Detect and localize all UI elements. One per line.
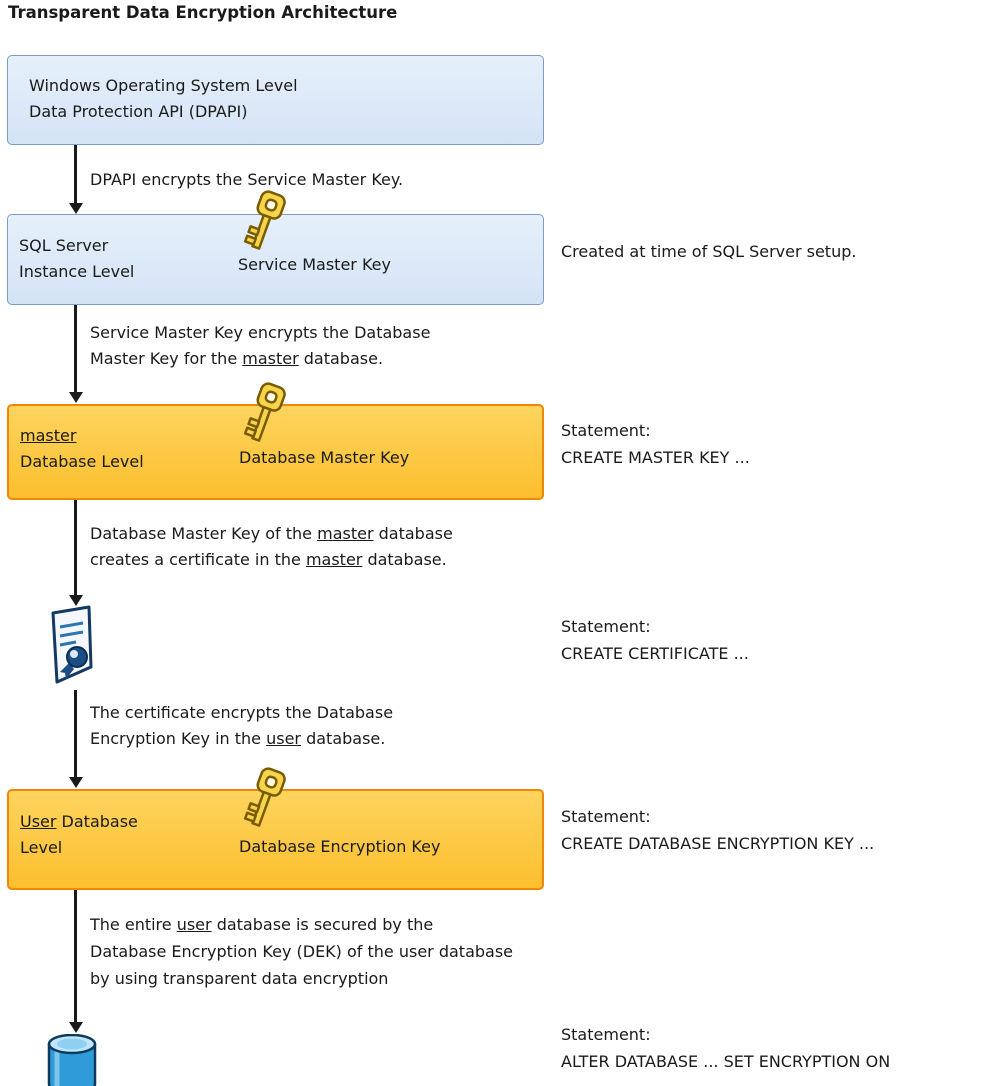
flow-arrow-5 [68,890,83,1033]
arrow-1-line1: DPAPI encrypts the Service Master Key. [90,170,404,189]
database-icon [47,1034,97,1086]
certificate-icon [51,605,93,684]
text-segment: Database Master Key of the [90,524,318,543]
instance-note: Created at time of SQL Server setup. [561,242,857,261]
arrow-4-label: The certificate encrypts the Database En… [90,700,393,752]
text-segment: creates a certificate in the [90,550,306,569]
text-segment: Database [56,812,138,831]
flow-arrow-2 [68,305,83,403]
arrow-3-line2: creates a certificate in the master data… [90,547,453,573]
user-db-line2: Level [20,838,63,857]
flow-arrow-1 [68,145,83,214]
arrow-5-line3: by using transparent data encryption [90,969,389,988]
statement-text: CREATE CERTIFICATE ... [561,644,749,663]
user-db-label: User Database Level [20,809,138,861]
text-segment-underlined: master [317,524,374,543]
user-db-statement: Statement: CREATE DATABASE ENCRYPTION KE… [561,803,874,857]
arrow-3-label: Database Master Key of the master databa… [90,521,453,573]
dpapi-box-label: Windows Operating System Level Data Prot… [29,73,298,125]
sql-instance-box: SQL Server Instance Level Service Master… [7,214,544,305]
arrow-2-line2: Master Key for the master database. [90,346,430,372]
master-db-line1: master [20,426,77,445]
text-segment: Encryption Key in the [90,729,267,748]
flow-arrow-4 [68,690,83,788]
arrow-3-line1: Database Master Key of the master databa… [90,521,453,547]
statement-text: CREATE DATABASE ENCRYPTION KEY ... [561,834,875,853]
text-segment-underlined: user [266,729,301,748]
text-segment-underlined: master [242,349,299,368]
page-title: Transparent Data Encryption Architecture [8,3,398,22]
arrow-2-label: Service Master Key encrypts the Database… [90,320,430,372]
statement-text: CREATE MASTER KEY ... [561,448,750,467]
arrow-4-line1: The certificate encrypts the Database [90,703,394,722]
certificate-statement: Statement: CREATE CERTIFICATE ... [561,613,749,667]
statement-label: Statement: [561,617,651,636]
master-statement: Statement: CREATE MASTER KEY ... [561,417,750,471]
arrow-1-label: DPAPI encrypts the Service Master Key. [90,167,403,193]
sql-instance-line1: SQL Server [19,236,109,255]
arrow-2-line1: Service Master Key encrypts the Database [90,323,431,342]
key-icon [243,767,286,827]
master-db-label: master Database Level [20,423,144,475]
text-segment-underlined: User [20,812,57,831]
database-encryption-key-label: Database Encryption Key [239,837,441,856]
sql-instance-label: SQL Server Instance Level [19,233,134,285]
key-icon [243,190,286,250]
text-segment-underlined: user [176,915,212,934]
text-segment: The entire [90,915,177,934]
statement-label: Statement: [561,807,651,826]
arrow-5-label: The entire user database is secured by t… [90,911,513,992]
dpapi-line1: Windows Operating System Level [29,76,298,95]
text-segment: database. [301,729,386,748]
statement-label: Statement: [561,421,651,440]
dpapi-line2: Data Protection API (DPAPI) [29,102,248,121]
arrow-5-line1: The entire user database is secured by t… [90,911,513,938]
text-segment: database. [362,550,447,569]
text-segment: Master Key for the [90,349,243,368]
statement-label: Statement: [561,1025,651,1044]
master-db-box: master Database Level Database Master Ke… [7,404,544,500]
key-icon [243,382,286,442]
text-segment: database [373,524,453,543]
service-master-key-label: Service Master Key [238,255,391,274]
arrow-5-line2: Database Encryption Key (DEK) of the use… [90,942,514,961]
dpapi-box: Windows Operating System Level Data Prot… [7,55,544,145]
user-db-line1: User Database [20,809,138,835]
arrow-4-line2: Encryption Key in the user database. [90,726,393,752]
text-segment-underlined: master [305,550,363,569]
database-statement: Statement: ALTER DATABASE ... SET ENCRYP… [561,1021,890,1075]
text-segment: database. [298,349,384,368]
master-db-line2: Database Level [20,452,144,471]
database-master-key-label: Database Master Key [239,448,410,467]
flow-arrow-3 [68,500,83,606]
statement-text: ALTER DATABASE ... SET ENCRYPTION ON [561,1052,891,1071]
text-segment: database is secured by the [211,915,434,934]
sql-instance-line2: Instance Level [19,262,135,281]
